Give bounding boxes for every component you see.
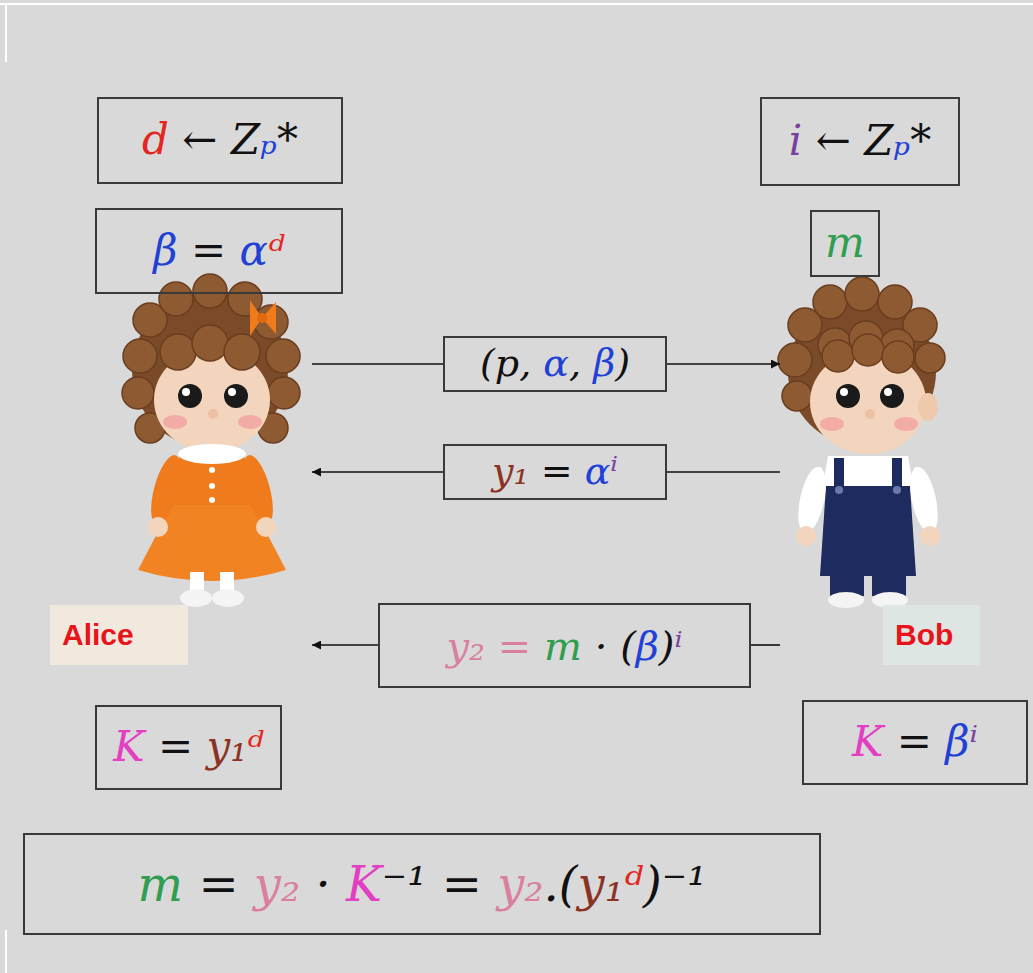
formula-glyph: · — [300, 856, 346, 912]
formula-glyph: ⁱ — [674, 623, 682, 669]
formula-glyph: = — [178, 226, 240, 275]
formula-box: K = y₁ᵈ — [95, 705, 282, 790]
formula-glyph: K — [113, 722, 144, 771]
formula-glyph: ᵈ — [624, 856, 643, 912]
formula-glyph: β — [945, 717, 969, 766]
formula-glyph: K — [346, 856, 382, 912]
formula-text: m — [825, 220, 865, 266]
formula-glyph: ᵈ — [268, 226, 285, 275]
formula-glyph: i — [789, 116, 802, 165]
formula-glyph: m — [825, 218, 865, 267]
slide-frame — [0, 4, 1033, 973]
formula-glyph: K — [852, 717, 883, 766]
formula-text: i ← Zₚ* — [789, 118, 931, 164]
formula-glyph: y₁ — [578, 856, 624, 912]
formula-glyph: α — [543, 341, 569, 385]
formula-glyph: y₁ — [206, 722, 247, 771]
message-arrow — [751, 644, 780, 646]
formula-text: d ← Zₚ* — [142, 117, 298, 163]
formula-glyph: * — [277, 115, 298, 164]
formula-glyph: ₚ — [893, 116, 910, 165]
formula-glyph: = — [145, 722, 207, 771]
person-figure: Bob — [780, 290, 985, 665]
formula-text: y₂ = m · (β)ⁱ — [446, 624, 682, 668]
formula-glyph: β — [593, 341, 615, 385]
formula-box: (p, α, β) — [443, 336, 667, 392]
message-arrow — [312, 471, 443, 473]
person-name: Alice — [50, 605, 188, 665]
formula-glyph: m — [544, 623, 582, 669]
formula-glyph: .( — [544, 856, 578, 912]
formula-glyph: d — [142, 115, 169, 164]
formula-glyph: α — [585, 449, 611, 493]
formula-glyph: y₂ — [497, 856, 543, 912]
formula-glyph: y₂ — [254, 856, 300, 912]
formula-glyph: = — [529, 449, 585, 493]
formula-text: K = βⁱ — [852, 719, 978, 765]
formula-box: i ← Zₚ* — [760, 97, 960, 186]
message-arrow — [312, 363, 443, 365]
formula-glyph: · ( — [582, 623, 636, 669]
alice-doll — [122, 274, 300, 607]
formula-glyph: ⁻¹ = — [382, 856, 497, 912]
formula-glyph: y₂ = — [446, 623, 544, 669]
person-name: Bob — [883, 605, 980, 665]
bob-doll — [778, 277, 945, 608]
formula-box: m = y₂ · K⁻¹ = y₂.(y₁ᵈ)⁻¹ — [23, 833, 821, 935]
message-arrow — [667, 471, 780, 473]
formula-text: (p, α, β) — [480, 343, 630, 385]
formula-glyph: β — [153, 226, 177, 275]
formula-glyph: = — [883, 717, 945, 766]
message-arrow — [667, 363, 780, 365]
formula-glyph: ⁱ — [970, 717, 978, 766]
formula-glyph: ← Z — [169, 115, 260, 164]
formula-glyph: m — [138, 856, 184, 912]
formula-glyph: = — [183, 856, 254, 912]
formula-box: y₁ = αⁱ — [443, 444, 667, 500]
formula-glyph: ᵈ — [247, 722, 264, 771]
formula-glyph: α — [240, 226, 268, 275]
message-arrow — [312, 644, 378, 646]
formula-text: m = y₂ · K⁻¹ = y₂.(y₁ᵈ)⁻¹ — [138, 858, 707, 911]
formula-glyph: , — [569, 341, 593, 385]
formula-box: m — [810, 210, 880, 277]
formula-glyph: ₚ — [260, 115, 277, 164]
formula-text: β = αᵈ — [153, 228, 284, 274]
formula-box: β = αᵈ — [95, 208, 343, 294]
formula-glyph: ) — [615, 341, 630, 385]
formula-glyph: ) — [659, 623, 675, 669]
formula-box: d ← Zₚ* — [97, 97, 343, 184]
formula-glyph: β — [636, 623, 659, 669]
person-figure: Alice — [50, 290, 312, 665]
formula-glyph: ← Z — [802, 116, 893, 165]
formula-glyph: )⁻¹ — [643, 856, 706, 912]
formula-glyph: * — [910, 116, 931, 165]
formula-glyph: (p, — [480, 341, 543, 385]
formula-glyph: y₁ — [492, 449, 529, 493]
formula-box: y₂ = m · (β)ⁱ — [378, 603, 751, 688]
formula-box: K = βⁱ — [802, 700, 1028, 785]
formula-text: K = y₁ᵈ — [113, 724, 264, 770]
formula-glyph: ⁱ — [610, 449, 618, 493]
formula-text: y₁ = αⁱ — [492, 451, 618, 493]
